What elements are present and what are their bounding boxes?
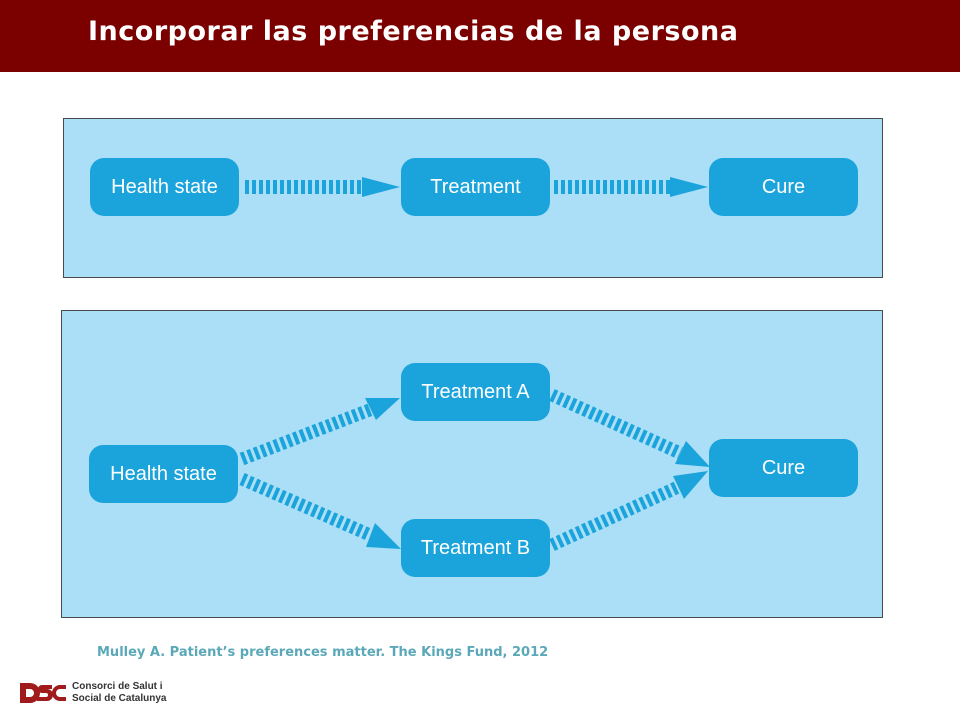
node-treatment-b: Treatment B [401, 519, 550, 577]
diagram-two-paths: Health state Treatment A Treatment B Cur… [61, 310, 883, 618]
header-bar: Incorporar las preferencias de la person… [0, 0, 960, 72]
citation-text: Mulley A. Patient’s preferences matter. … [97, 645, 549, 660]
node-health-state: Health state [89, 445, 238, 503]
logo-line-1: Consorci de Salut i [72, 681, 163, 692]
page-title: Incorporar las preferencias de la person… [88, 16, 739, 47]
logo-text: Consorci de Salut i Social de Catalunya [72, 681, 166, 705]
node-cure: Cure [709, 439, 858, 497]
arrow-treatment-a-to-cure [549, 389, 710, 467]
arrow-treatment-b-to-cure [549, 471, 708, 551]
arrow-health-to-treatment-b [239, 473, 401, 549]
diagram-single-path: Health state Treatment Cure [63, 118, 883, 278]
node-treatment: Treatment [401, 158, 550, 216]
csc-logo: Consorci de Salut i Social de Catalunya [20, 681, 170, 709]
arrows-layer [239, 389, 710, 551]
arrows-layer [245, 177, 708, 197]
arrow-health-to-treatment [245, 177, 400, 197]
node-treatment-a: Treatment A [401, 363, 550, 421]
node-health-state: Health state [90, 158, 239, 216]
logo-line-2: Social de Catalunya [72, 693, 167, 704]
arrow-treatment-to-cure [554, 177, 708, 197]
csc-logo-icon [20, 683, 66, 703]
arrow-health-to-treatment-a [239, 398, 400, 466]
node-cure: Cure [709, 158, 858, 216]
